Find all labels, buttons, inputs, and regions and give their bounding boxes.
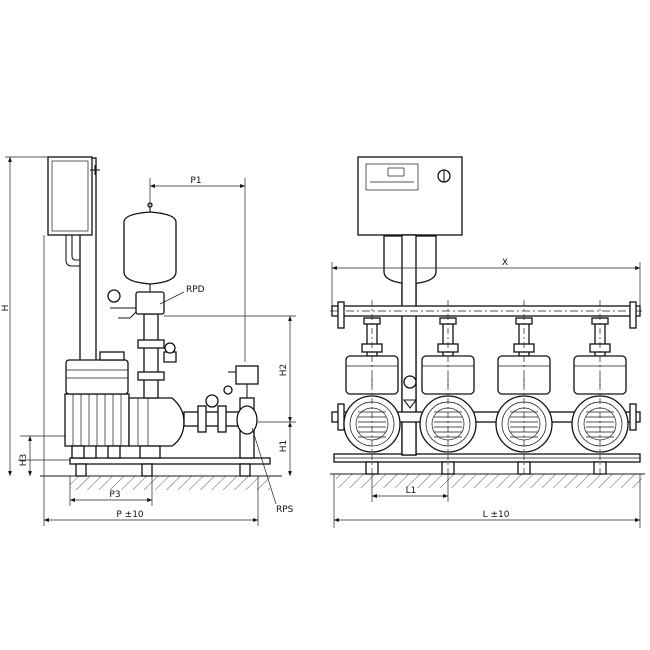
discharge-header-end: [135, 291, 165, 315]
dim-h3-label: H3: [19, 454, 29, 467]
pump-motor-front: [343, 395, 401, 453]
floor-hatch: [336, 474, 642, 488]
dim-h-label: H: [1, 305, 11, 312]
discharge-riser: [143, 313, 159, 399]
suction-valve-handle: [205, 394, 219, 408]
pump-motor-front: [419, 395, 477, 453]
front-view: X L1 L ±10: [330, 156, 645, 528]
diaphragm-vessel: [123, 211, 177, 285]
control-cabinet: [47, 156, 93, 236]
pump-body: [128, 397, 185, 447]
motor-fins: [72, 394, 122, 446]
foot-right: [239, 463, 251, 477]
dim-p1-label: P1: [190, 176, 201, 186]
dim-h2-label: H2: [279, 364, 289, 377]
pump-unit: [571, 300, 629, 475]
frequency-converter: [65, 359, 129, 395]
pump-unit: [495, 300, 553, 475]
suction-pipe: [183, 411, 241, 427]
foot-left: [75, 463, 87, 477]
dim-x-label: X: [502, 258, 508, 268]
pump-unit: [419, 300, 477, 475]
manometer: [107, 289, 121, 303]
baseframe: [69, 457, 271, 465]
control-cabinet-front: [357, 156, 463, 236]
callout-rpd: RPD: [186, 285, 205, 295]
side-view: H H3 H2 H1 P1 P3 P ±10 RPD RPS: [1, 156, 296, 526]
floor-hatch: [70, 476, 270, 490]
dim-l-label: L ±10: [483, 510, 510, 520]
dim-p-label: P ±10: [116, 510, 144, 520]
cable-duct: [65, 235, 80, 267]
suction-header: [331, 411, 641, 423]
pump-group: [343, 300, 629, 475]
pump-motor-front: [495, 395, 553, 453]
dim-l1-label: L1: [406, 486, 417, 496]
callout-rps: RPS: [276, 505, 294, 515]
manometer-front: [403, 375, 417, 389]
dim-p3-label: P3: [109, 490, 120, 500]
pump-unit: [343, 300, 401, 475]
dim-h1-label: H1: [279, 440, 289, 453]
pump-motor-front: [571, 395, 629, 453]
control-display: [365, 163, 419, 191]
foot-mid: [141, 463, 153, 477]
pressure-switch: [235, 365, 259, 385]
